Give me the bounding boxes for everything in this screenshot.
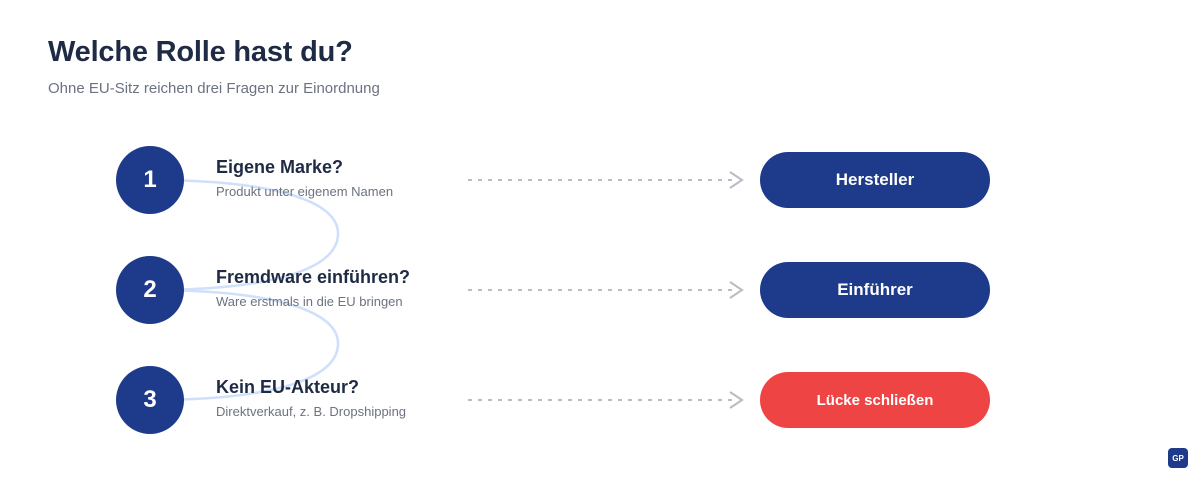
step-question-1: Eigene Marke? bbox=[216, 157, 344, 177]
step-description-2: Ware erstmals in die EU bringen bbox=[216, 294, 403, 309]
arrow-right-icon bbox=[468, 391, 744, 409]
brand-badge: GP bbox=[1168, 448, 1188, 468]
page-title: Welche Rolle hast du? bbox=[48, 36, 353, 68]
result-hersteller-button[interactable]: Hersteller bbox=[760, 152, 990, 208]
step-number-2: 2 bbox=[116, 256, 184, 324]
result-einfuehrer-button[interactable]: Einführer bbox=[760, 262, 990, 318]
step-number-1: 1 bbox=[116, 146, 184, 214]
arrow-right-icon bbox=[468, 281, 744, 299]
step-description-1: Produkt unter eigenem Namen bbox=[216, 184, 394, 199]
page-subtitle: Ohne EU-Sitz reichen drei Fragen zur Ein… bbox=[48, 80, 380, 97]
result-luecke-schliessen-button[interactable]: Lücke schließen bbox=[760, 372, 990, 428]
step-description-3: Direktverkauf, z. B. Dropshipping bbox=[216, 404, 407, 419]
step-question-3: Kein EU-Akteur? bbox=[216, 377, 360, 397]
step-question-2: Fremdware einführen? bbox=[216, 267, 411, 287]
step-number-3: 3 bbox=[116, 366, 184, 434]
arrow-right-icon bbox=[468, 171, 744, 189]
